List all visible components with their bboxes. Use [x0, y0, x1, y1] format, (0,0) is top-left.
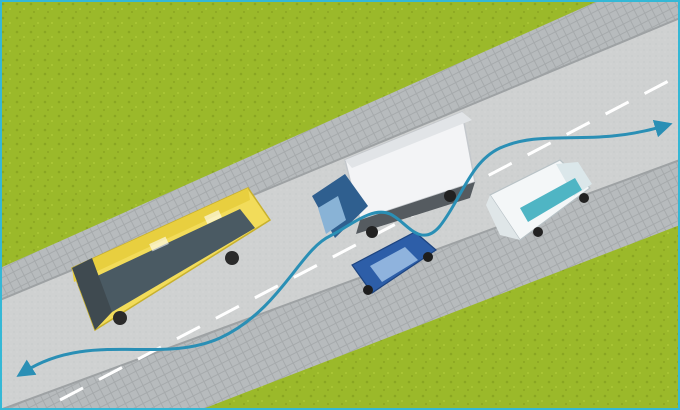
curved-arrow-icon	[16, 119, 673, 377]
